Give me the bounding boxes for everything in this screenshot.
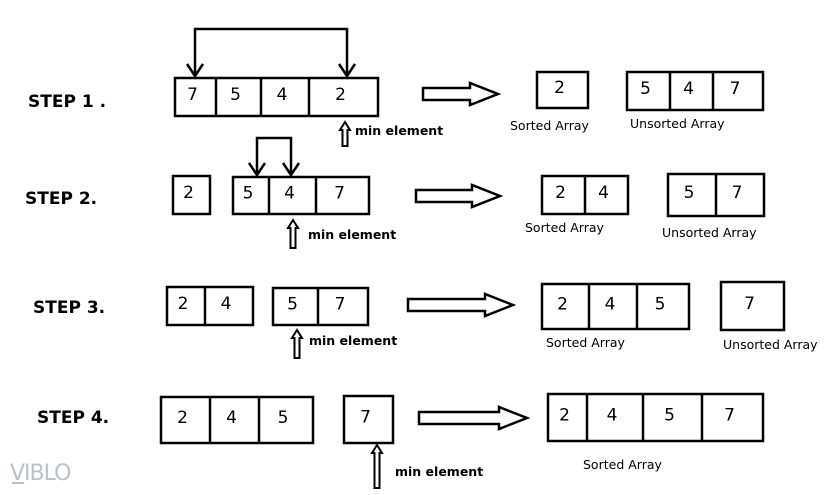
unsorted-array-label: Unsorted Array — [723, 337, 818, 352]
cell-value: 2 — [177, 408, 188, 428]
unsorted-part — [342, 394, 395, 445]
cell-value: 7 — [732, 183, 743, 203]
min-element-label: min element — [309, 333, 397, 348]
input-array — [173, 76, 380, 118]
cell-value: 4 — [605, 295, 616, 315]
min-element-label: min element — [395, 464, 483, 479]
cell-value: 5 — [640, 79, 651, 99]
cell-value: 7 — [744, 294, 755, 314]
cell-value: 5 — [278, 408, 289, 428]
min-element-label: min element — [308, 227, 396, 242]
unsorted-array — [719, 280, 786, 332]
cell-value: 4 — [598, 183, 609, 203]
swap-connector — [193, 27, 349, 76]
cell-value: 2 — [559, 406, 570, 426]
transition-arrow-icon — [414, 183, 504, 209]
sorted-array-label: Sorted Array — [525, 220, 604, 235]
cell-value: 2 — [554, 78, 565, 98]
transition-arrow-icon — [421, 81, 502, 107]
viblo-watermark: VIBLO — [10, 461, 71, 486]
cell-value: 7 — [360, 408, 371, 428]
unsorted-array-label: Unsorted Array — [630, 116, 725, 131]
cell-value: 7 — [334, 184, 345, 204]
cell-value: 2 — [335, 85, 346, 105]
cell-value: 5 — [655, 295, 666, 315]
unsorted-part — [231, 175, 371, 216]
min-element-arrow-icon — [370, 443, 384, 489]
cell-value: 2 — [555, 183, 566, 203]
cell-value: 7 — [730, 79, 741, 99]
step-label: STEP 3. — [33, 298, 105, 318]
sorted-part — [171, 174, 212, 216]
step-label: STEP 4. — [37, 408, 109, 428]
cell-value: 4 — [284, 184, 295, 204]
sorted-array-label: Sorted Array — [546, 335, 625, 350]
sorted-array-label: Sorted Array — [583, 457, 662, 472]
cell-value: 2 — [183, 183, 194, 203]
sorted-part — [159, 395, 315, 445]
sorted-array — [546, 392, 765, 443]
min-element-arrow-icon — [286, 218, 300, 249]
cell-value: 7 — [187, 85, 198, 105]
swap-arrowhead-icon — [247, 162, 267, 178]
cell-value: 2 — [557, 295, 568, 315]
cell-value: 5 — [243, 184, 254, 204]
sorted-part — [165, 285, 255, 327]
cell-value: 4 — [683, 79, 694, 99]
cell-value: 4 — [221, 294, 232, 314]
min-element-label: min element — [355, 123, 443, 138]
swap-connector — [255, 136, 293, 175]
cell-value: 2 — [178, 294, 189, 314]
cell-value: 4 — [607, 406, 618, 426]
swap-arrowhead-icon — [281, 162, 301, 178]
min-element-arrow-icon — [290, 328, 304, 359]
sorted-array — [535, 70, 590, 110]
cell-value: 4 — [226, 408, 237, 428]
cell-value: 7 — [724, 406, 735, 426]
sorted-array-label: Sorted Array — [510, 118, 589, 133]
cell-value: 4 — [277, 85, 288, 105]
unsorted-array-label: Unsorted Array — [662, 225, 757, 240]
sorted-array — [540, 282, 691, 331]
step-label: STEP 1 . — [28, 92, 106, 112]
transition-arrow-icon — [417, 405, 531, 431]
unsorted-array — [625, 70, 765, 112]
cell-value: 5 — [684, 183, 695, 203]
unsorted-part — [271, 286, 370, 327]
step-label: STEP 2. — [25, 189, 97, 209]
swap-arrowhead-icon — [185, 63, 205, 79]
min-element-arrow-icon — [338, 120, 352, 147]
cell-value: 5 — [230, 85, 241, 105]
cell-value: 5 — [664, 406, 675, 426]
cell-value: 5 — [287, 295, 298, 315]
transition-arrow-icon — [406, 292, 517, 318]
cell-value: 7 — [335, 295, 346, 315]
swap-arrowhead-icon — [337, 63, 357, 79]
